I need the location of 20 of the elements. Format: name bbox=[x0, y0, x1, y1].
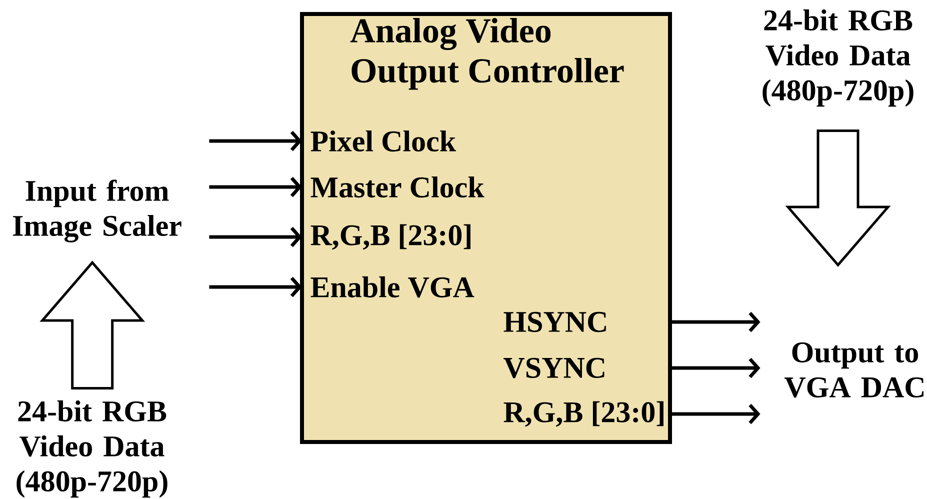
arrow bbox=[672, 312, 760, 332]
arrow bbox=[672, 404, 760, 424]
pin-label: Master Clock bbox=[310, 176, 484, 198]
pin-label: R,G,B [23:0] bbox=[504, 401, 664, 427]
text-label: 24-bit RGB Video Data (480p-720p) bbox=[16, 400, 168, 498]
arrow bbox=[209, 130, 302, 152]
arrow bbox=[209, 226, 302, 248]
pin-label: Enable VGA bbox=[310, 276, 474, 298]
block-arrow bbox=[785, 130, 891, 267]
block-arrow bbox=[40, 260, 146, 390]
pin-label: R,G,B [23:0] bbox=[310, 224, 470, 250]
pin-label: Pixel Clock bbox=[310, 130, 456, 152]
arrow bbox=[209, 176, 302, 198]
arrow bbox=[672, 358, 760, 378]
pin-label: VSYNC bbox=[504, 358, 604, 378]
text-label: Input from Image Scaler bbox=[13, 180, 182, 242]
text-label: 24-bit RGB Video Data (480p-720p) bbox=[762, 9, 914, 107]
pin-label: HSYNC bbox=[504, 312, 606, 332]
text-label: Output to VGA DAC bbox=[784, 342, 924, 398]
arrow bbox=[209, 276, 302, 298]
